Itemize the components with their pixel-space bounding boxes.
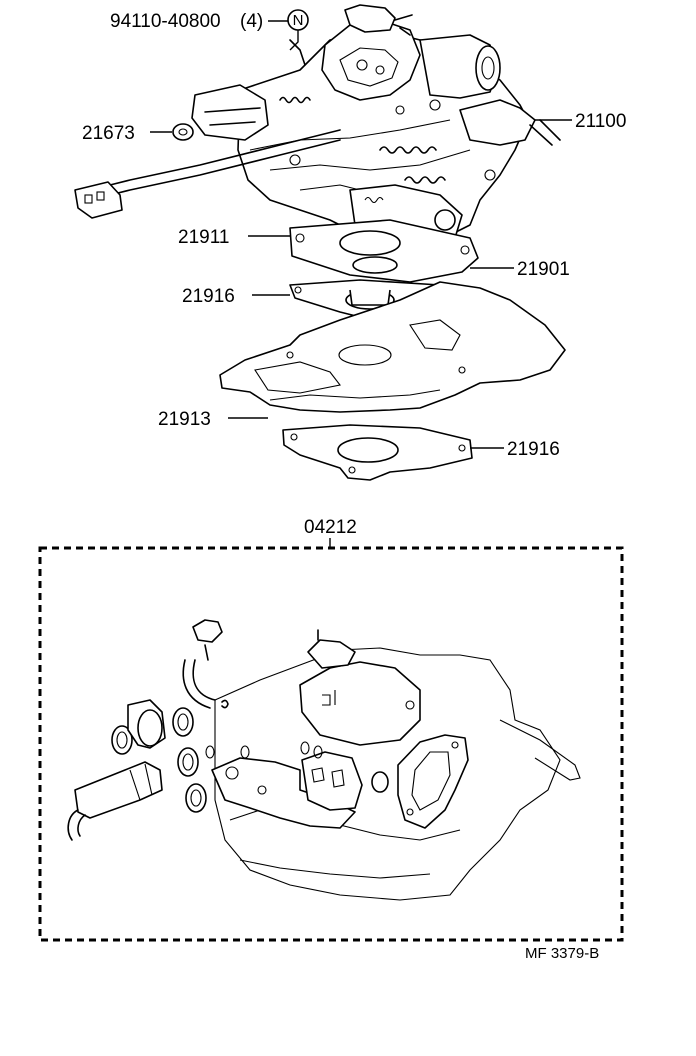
plug-callout: 21673 xyxy=(82,123,172,144)
repair-kit-contents xyxy=(67,619,581,901)
lower-gasket-callout: 21916 xyxy=(470,439,560,460)
heat-insulator-part xyxy=(219,281,566,413)
heat-insulator-label: 21913 xyxy=(158,409,211,430)
bolt-label: 94110-40800 xyxy=(110,11,221,32)
upper-gasket-callout: 21916 xyxy=(182,286,290,307)
insulator-callout: 21911 xyxy=(178,227,290,248)
figure-code: MF 3379-B xyxy=(525,945,599,962)
repair-kit-frame xyxy=(38,546,624,942)
plate-callout: 21901 xyxy=(470,259,570,280)
carburetor-label: 21100 xyxy=(575,111,626,132)
upper-gasket-label: 21916 xyxy=(182,286,235,307)
bolt-qty-label: (4) xyxy=(240,11,263,32)
carburetor-assembly xyxy=(74,4,561,246)
plug-label: 21673 xyxy=(82,123,135,144)
carburetor-callout: 21100 xyxy=(535,111,626,132)
lower-gasket-label: 21916 xyxy=(507,439,560,460)
plate-label: 21901 xyxy=(517,259,570,280)
bolt-mark-label: N xyxy=(293,12,304,29)
bolt-callout: 94110-40800 (4) N xyxy=(110,9,309,51)
insulator-part xyxy=(289,219,479,283)
insulator-label: 21911 xyxy=(178,227,229,248)
repair-kit-callout: 04212 xyxy=(304,517,357,548)
plug-part xyxy=(172,123,194,141)
heat-insulator-callout: 21913 xyxy=(158,409,268,430)
lower-gasket-part xyxy=(282,424,473,481)
repair-kit-label: 04212 xyxy=(304,517,357,538)
